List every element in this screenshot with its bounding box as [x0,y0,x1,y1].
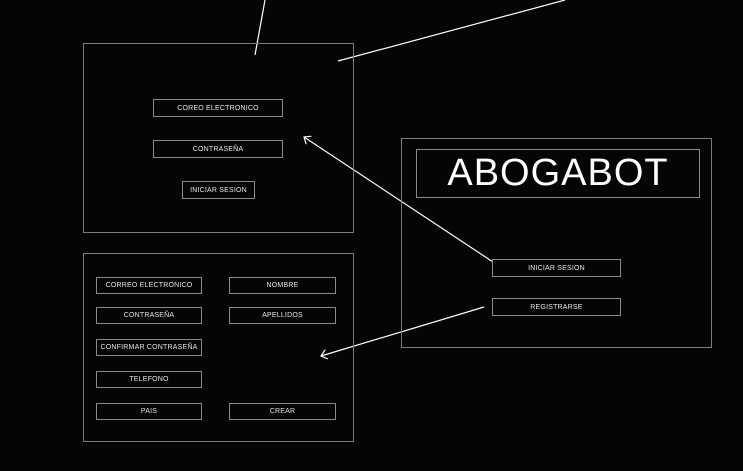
register-frame [83,253,354,442]
register-create-button[interactable]: CREAR [229,403,336,420]
login-frame [83,43,354,233]
home-login-button[interactable]: INICIAR SESION [492,259,621,277]
arrow-login-to-login-frame [304,137,494,263]
connector-line-top-right [337,0,566,62]
login-submit-button[interactable]: INICIAR SESION [182,181,255,199]
register-password-field[interactable]: CONTRASEÑA [96,307,202,324]
register-email-field[interactable]: CORREO ELECTRONICO [96,277,202,294]
register-surnames-field[interactable]: APELLIDOS [229,307,336,324]
app-title: ABOGABOT [416,149,700,198]
register-phone-field[interactable]: TELEFONO [96,371,202,388]
register-name-field[interactable]: NOMBRE [229,277,336,294]
register-country-field[interactable]: PAIS [96,403,202,420]
login-email-field[interactable]: COREO ELECTRONICO [153,99,283,117]
login-password-field[interactable]: CONTRASEÑA [153,140,283,158]
register-confirm-password-field[interactable]: CONFIRMAR CONTRASEÑA [96,339,202,356]
home-frame [401,138,712,348]
connector-line-top-left [254,0,266,56]
arrow-register-to-register-frame [321,306,485,356]
home-register-button[interactable]: REGISTRARSE [492,298,621,316]
